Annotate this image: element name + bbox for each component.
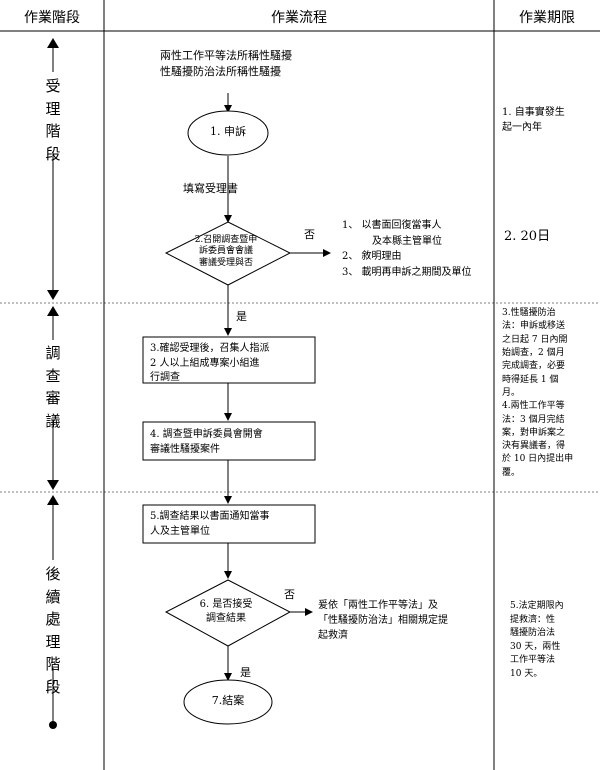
deadline-2: 2. 20日 xyxy=(504,229,551,244)
stage-dividers xyxy=(0,302,600,493)
step3-label: 3.確認受理後，召集人指派 2 人以上組成專案小組進 行調查 xyxy=(150,343,270,383)
axis-arrow-down xyxy=(47,290,59,300)
remedy-text: 爰依「兩性工作平等法」及 「性騷擾防治法」相關規定提 起救濟 xyxy=(318,600,448,641)
step7-label: 7.結案 xyxy=(211,694,245,707)
header-deadline: 作業期限 xyxy=(519,10,575,26)
header-stage: 作業階段 xyxy=(24,10,80,26)
stage-followup: 後 續 處 理 階 段 xyxy=(45,565,61,696)
reject-list: 1、 以書面回復當事人 及本縣主管單位 2、 敘明理由 3、 載明再申訴之期間及… xyxy=(342,218,492,280)
yes-label-2: 是 xyxy=(240,666,251,679)
reject-item: 2、 敘明理由 xyxy=(342,251,402,262)
step1-label: 1. 申訴 xyxy=(210,125,246,138)
step3-box xyxy=(142,336,316,384)
axis-arrow-up xyxy=(47,306,59,316)
deadline-3-4: 3.性騷擾防治 法：申訴或移送 之日起 7 日內開 始調查，2 個月 完成調查，… xyxy=(502,308,574,478)
fill-form-text: 填寫受理書 xyxy=(183,182,238,195)
reject-item: 1、 以書面回復當事人 xyxy=(342,220,442,231)
step7-ellipse xyxy=(183,679,273,725)
step2-diamond xyxy=(164,221,292,286)
axis-arrow-up xyxy=(47,38,59,48)
axis-end-dot xyxy=(49,721,57,729)
source-text: 兩性工作平等法所稱性騷擾 性騷擾防治法所稱性騷擾 xyxy=(160,49,292,78)
stage-axis-arrows xyxy=(47,38,59,729)
yes-label: 是 xyxy=(236,310,247,323)
reject-item: 3、 載明再申訴之期間及單位 xyxy=(342,266,472,278)
no-label-2: 否 xyxy=(284,588,295,601)
reject-item: 及本縣主管單位 xyxy=(372,235,442,247)
step2-label: 2.召開調查暨申 訴委員會會議 審議受理與否 xyxy=(194,235,258,268)
deadline-5: 5.法定期限內 提救濟：性 騷擾防治法 30 天，兩性 工作平等法 10 天。 xyxy=(510,601,564,679)
step5-box xyxy=(142,504,316,544)
axis-arrow-up xyxy=(47,495,59,505)
step6-diamond xyxy=(164,579,292,647)
no-label: 否 xyxy=(304,228,315,241)
step6-label: 6. 是否接受 調查結果 xyxy=(199,599,253,624)
deadline-1: 1. 自事實發生 起一內年 xyxy=(502,107,565,133)
step4-label: 4. 調查暨申訴委員會開會 審議性騷擾案件 xyxy=(150,429,263,455)
step5-label: 5.調查結果以書面通知當事 人及主管單位 xyxy=(150,511,270,537)
step1-ellipse xyxy=(187,110,269,156)
stage-investigate: 調 查 審 議 xyxy=(45,344,61,430)
header-flow: 作業流程 xyxy=(271,10,327,26)
stage-accept: 受 理 階 段 xyxy=(45,77,61,163)
flow-connectors xyxy=(224,93,331,681)
axis-arrow-down xyxy=(47,480,59,490)
step4-box xyxy=(142,421,316,461)
